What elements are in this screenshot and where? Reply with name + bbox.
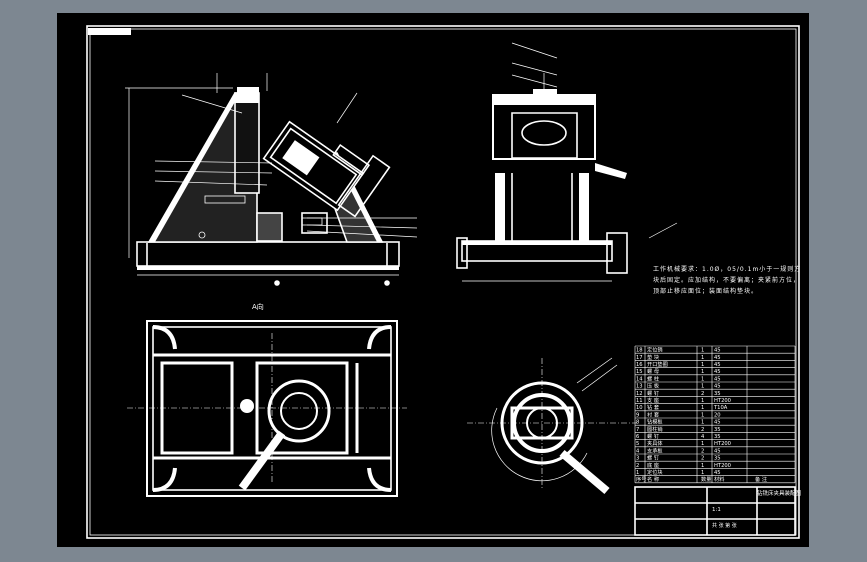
table-cell-name: 垫 块 [647,353,660,361]
table-cell-name: 底 座 [647,461,659,469]
table-cell-mat: HT200 [714,398,731,404]
table-cell-mat: HT200 [714,441,731,447]
table-cell-name: 钻模板 [647,418,663,426]
table-cell-name: 压 板 [647,382,660,390]
table-cell-name: 定位销 [647,346,663,354]
top-left-tag [88,28,131,35]
table-cell-no: 9 [636,412,639,418]
table-cell-name: 定位块 [647,468,663,476]
technical-note: 工作机械要求：1.0Ø，05/0.1m小于一规则方块后固定。应加结构，不要偏离；… [653,266,802,295]
table-cell-no: 13 [636,384,643,390]
drawing-frame [86,25,800,539]
table-cell-no: 12 [636,391,643,397]
table-header-mat: 材料 [714,475,724,483]
table-cell-qty: 1 [701,369,704,375]
table-cell-no: 18 [636,348,643,354]
table-cell-qty: 1 [701,405,704,411]
table-cell-mat: T10A [713,405,728,411]
table-cell-no: 3 [636,456,639,462]
table-cell-name: 螺 柱 [647,374,659,382]
table-cell-qty: 1 [701,412,704,418]
table-cell-mat: 45 [714,448,721,454]
table-cell-no: 14 [636,376,643,382]
table-cell-no: 7 [636,427,639,433]
table-header-name: 名 称 [647,475,659,483]
table-cell-name: 夹具体 [647,439,663,447]
title-block [634,486,796,536]
table-cell-qty: 1 [701,441,704,447]
table-cell-mat: HT200 [714,463,731,469]
table-cell-mat: 45 [714,376,721,382]
table-cell-no: 1 [636,470,639,476]
table-cell-mat: 45 [714,420,721,426]
table-cell-no: 5 [636,441,639,447]
drawing-title: 钻铣床夹具装配图 [757,489,802,497]
table-cell-qty: 1 [701,463,704,469]
table-cell-no: 8 [636,420,639,426]
table-cell-name: 圆柱销 [647,425,663,433]
table-cell-mat: 45 [714,348,721,354]
side-view [456,42,678,282]
table-cell-qty: 1 [701,398,704,404]
table-cell-qty: 4 [701,434,705,440]
table-header-no: 序号 [636,475,646,483]
table-cell-name: 衬 套 [647,410,660,418]
front-view [125,73,418,286]
front-base [136,241,400,267]
table-cell-mat: 35 [714,456,721,462]
table-cell-name: 支 座 [647,396,659,404]
table-cell-mat: 45 [714,369,721,375]
scale-value: 1:1 [712,507,721,513]
table-cell-no: 11 [636,398,643,404]
table-cell-qty: 1 [701,362,704,368]
table-cell-mat: 35 [714,434,721,440]
table-cell-mat: 45 [714,384,721,390]
section-view [467,357,637,495]
table-cell-qty: 1 [701,420,704,426]
table-cell-name: 螺 钉 [647,432,659,440]
table-cell-no: 16 [636,362,643,368]
table-cell-no: 17 [636,355,643,361]
table-cell-qty: 1 [701,384,704,390]
table-cell-no: 15 [636,369,643,375]
table-cell-name: 支承板 [647,446,663,454]
drawing-frame-inner [89,28,797,536]
view-label-a: A向 [252,302,264,311]
table-cell-qty: 1 [701,355,704,361]
table-cell-qty: 2 [701,456,704,462]
table-cell-mat: 45 [714,355,721,361]
parts-table [634,345,796,484]
table-cell-mat: 35 [714,427,721,433]
table-cell-qty: 1 [701,348,704,354]
table-cell-mat: 45 [714,362,721,368]
table-cell-qty: 2 [701,448,704,454]
table-cell-no: 6 [636,434,639,440]
a-view [127,320,407,497]
table-cell-qty: 1 [701,376,704,382]
table-cell-qty: 2 [701,427,704,433]
table-cell-mat: 20 [714,412,721,418]
table-cell-name: 螺 钉 [647,389,659,397]
table-header-remark: 备 注 [755,475,767,483]
table-cell-name: 螺 钉 [647,454,659,462]
table-cell-qty: 2 [701,391,704,397]
table-cell-mat: 45 [714,470,721,476]
table-header-qty: 数量 [701,475,711,483]
table-cell-no: 10 [636,405,643,411]
table-cell-no: 4 [636,448,640,454]
table-cell-name: 螺 母 [647,367,659,375]
table-cell-name: 钻 套 [647,403,660,411]
table-cell-mat: 35 [714,391,721,397]
sheet-info: 共 张 第 张 [712,522,737,529]
table-cell-name: 开口垫圈 [647,360,668,368]
table-cell-qty: 1 [701,470,704,476]
table-cell-no: 2 [636,463,639,469]
